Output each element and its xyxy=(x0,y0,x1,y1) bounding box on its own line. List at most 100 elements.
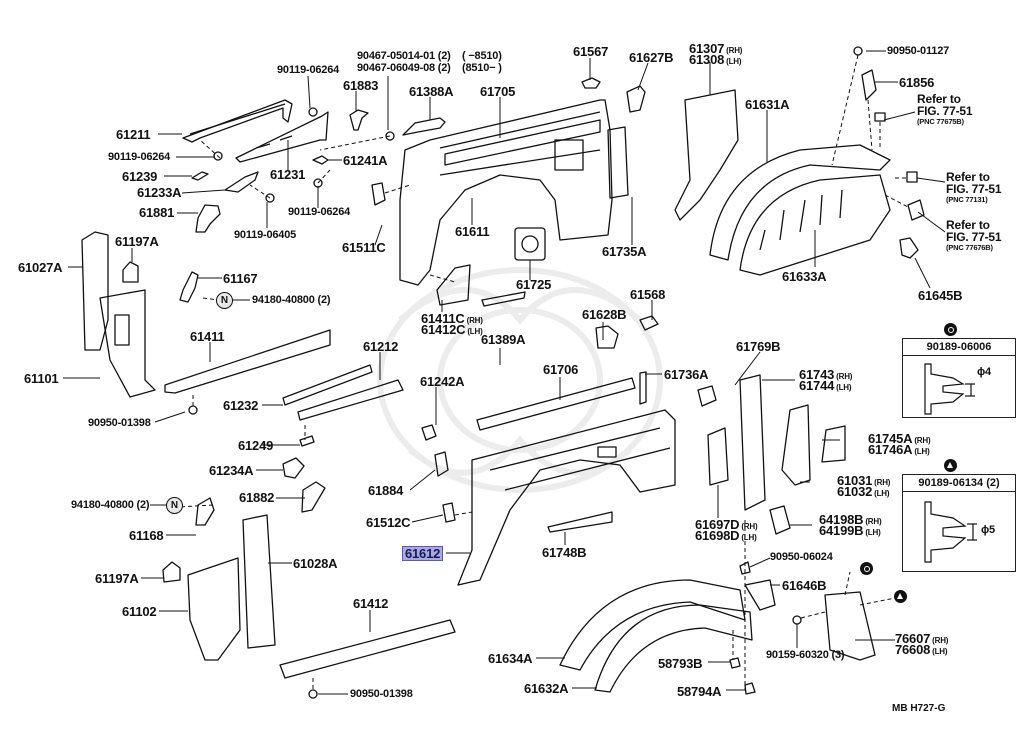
reference-77675B[interactable]: Refer to FIG. 77-51 (PNC 77675B) xyxy=(917,93,973,126)
part-90950-01398-shape xyxy=(188,405,198,415)
label-61769B[interactable]: 61769B xyxy=(736,339,781,354)
part-61645B-shape xyxy=(899,237,919,259)
label-61748B[interactable]: 61748B xyxy=(542,545,587,560)
label-61882[interactable]: 61882 xyxy=(239,490,275,505)
part-number: 61412C xyxy=(421,322,466,337)
label-61736A[interactable]: 61736A xyxy=(664,367,709,382)
label-61725[interactable]: 61725 xyxy=(516,277,552,292)
label-61388A[interactable]: 61388A xyxy=(409,84,454,99)
label-61412C[interactable]: 61412C(LH) xyxy=(421,323,483,338)
label-61746A[interactable]: 61746A(LH) xyxy=(868,443,930,458)
part-number: 76607 xyxy=(895,631,931,646)
label-61239[interactable]: 61239 xyxy=(122,169,158,184)
label-61646B[interactable]: 61646B xyxy=(782,578,827,593)
label-61881[interactable]: 61881 xyxy=(139,205,175,220)
label-90467-06049-08[interactable]: 90467-06049-08 (2) xyxy=(357,62,451,74)
label-94180-40800-a[interactable]: 94180-40800 (2) xyxy=(252,294,331,306)
part-61856-shape xyxy=(861,69,877,101)
label-76608[interactable]: 76608(LH) xyxy=(895,643,948,658)
label-61168[interactable]: 61168 xyxy=(129,528,164,543)
detail-box-title[interactable]: 90189-06134 (2) xyxy=(903,475,1015,492)
label-90950-01127[interactable]: 90950-01127 xyxy=(887,45,950,57)
label-61627B[interactable]: 61627B xyxy=(629,50,674,65)
label-61197A-b[interactable]: 61197A xyxy=(95,571,139,586)
label-61032[interactable]: 61032(LH) xyxy=(837,485,890,500)
label-90467-05014-01[interactable]: 90467-05014-01 (2) xyxy=(357,50,451,62)
clip-77675B-shape xyxy=(874,112,886,122)
label-61411[interactable]: 61411 xyxy=(190,329,225,344)
label-61567[interactable]: 61567 xyxy=(573,44,609,59)
label-64199B[interactable]: 64199B(LH) xyxy=(819,524,881,539)
label-61628B[interactable]: 61628B xyxy=(582,307,627,322)
label-61632A[interactable]: 61632A xyxy=(524,681,569,696)
label-61389A[interactable]: 61389A xyxy=(481,332,526,347)
label-61745A[interactable]: 61745A(RH) xyxy=(868,432,931,447)
label-61568[interactable]: 61568 xyxy=(630,287,666,302)
label-61611[interactable]: 61611 xyxy=(455,224,490,239)
label-90950-06024[interactable]: 90950-06024 xyxy=(770,551,833,563)
label-90119-06405[interactable]: 90119-06405 xyxy=(234,229,297,241)
label-61411C[interactable]: 61411C(RH) xyxy=(421,312,483,327)
watermark xyxy=(377,267,663,493)
label-61167[interactable]: 61167 xyxy=(223,271,258,286)
label-61307[interactable]: 61307(RH) xyxy=(689,42,742,57)
label-61308[interactable]: 61308(LH) xyxy=(689,53,742,68)
label-58794A[interactable]: 58794A xyxy=(677,684,722,699)
part-61627B-shape xyxy=(626,85,646,113)
label-61744[interactable]: 61744(LH) xyxy=(799,379,852,394)
label-61231[interactable]: 61231 xyxy=(270,167,306,182)
label-90119-06264-a[interactable]: 90119-06264 xyxy=(277,64,340,76)
ref-pnc: (PNC 77675B) xyxy=(917,117,964,126)
label-90119-06264-c[interactable]: 90119-06264 xyxy=(288,206,351,218)
label-61743[interactable]: 61743(RH) xyxy=(799,368,852,383)
label-61634A[interactable]: 61634A xyxy=(488,651,533,666)
label-61197A-a[interactable]: 61197A xyxy=(115,234,159,249)
label-61232[interactable]: 61232 xyxy=(223,398,259,413)
label-61101[interactable]: 61101 xyxy=(24,371,59,386)
side-rh: (RH) xyxy=(726,46,743,55)
label-61102[interactable]: 61102 xyxy=(122,604,157,619)
label-61883[interactable]: 61883 xyxy=(343,78,379,93)
label-90950-01398-a[interactable]: 90950-01398 xyxy=(88,417,151,429)
side-rh: (RH) xyxy=(874,478,891,487)
label-61511C[interactable]: 61511C xyxy=(342,240,386,255)
label-61412[interactable]: 61412 xyxy=(353,596,389,611)
label-61697D[interactable]: 61697D(RH) xyxy=(695,518,758,533)
label-61884[interactable]: 61884 xyxy=(368,483,404,498)
label-61633A[interactable]: 61633A xyxy=(782,269,827,284)
label-94180-40800-b[interactable]: 94180-40800 (2) xyxy=(71,499,150,511)
label-61027A[interactable]: 61027A xyxy=(18,260,63,275)
label-61233A[interactable]: 61233A xyxy=(137,185,182,200)
label-61735A[interactable]: 61735A xyxy=(602,244,647,259)
label-61211[interactable]: 61211 xyxy=(116,127,151,142)
label-61241A[interactable]: 61241A xyxy=(343,153,388,168)
label-76607[interactable]: 76607(RH) xyxy=(895,632,948,647)
label-61705[interactable]: 61705 xyxy=(480,84,516,99)
circle-marker-icon xyxy=(860,562,873,575)
label-61249[interactable]: 61249 xyxy=(238,438,274,453)
label-64198B[interactable]: 64198B(RH) xyxy=(819,513,882,528)
label-61031[interactable]: 61031(RH) xyxy=(837,474,890,489)
part-61883-shape xyxy=(349,109,369,131)
label-61706[interactable]: 61706 xyxy=(543,362,579,377)
label-61242A[interactable]: 61242A xyxy=(420,374,465,389)
reference-77676B[interactable]: Refer to FIG. 77-51 (PNC 77676B) xyxy=(946,219,1002,252)
label-61612-highlighted[interactable]: 61612 xyxy=(402,546,444,561)
detail-box-title[interactable]: 90189-06006 xyxy=(903,339,1015,356)
label-61698D[interactable]: 61698D(LH) xyxy=(695,529,757,544)
label-90119-06264-b[interactable]: 90119-06264 xyxy=(108,151,171,163)
label-61212[interactable]: 61212 xyxy=(363,339,399,354)
part-61736A-shape xyxy=(639,371,647,405)
label-61234A[interactable]: 61234A xyxy=(209,463,254,478)
label-90950-01398-b[interactable]: 90950-01398 xyxy=(350,688,413,700)
label-90159-60320[interactable]: 90159-60320 (3) xyxy=(766,649,845,661)
part-61745A-shape xyxy=(821,425,846,463)
side-rh: (RH) xyxy=(914,436,931,445)
label-61631A[interactable]: 61631A xyxy=(745,97,790,112)
label-58793B[interactable]: 58793B xyxy=(658,656,703,671)
label-61028A[interactable]: 61028A xyxy=(293,556,338,571)
reference-77131[interactable]: Refer to FIG. 77-51 (PNC 77131) xyxy=(946,171,1002,204)
label-61856[interactable]: 61856 xyxy=(899,75,935,90)
label-61512C[interactable]: 61512C xyxy=(366,515,411,530)
label-61645B[interactable]: 61645B xyxy=(918,288,963,303)
